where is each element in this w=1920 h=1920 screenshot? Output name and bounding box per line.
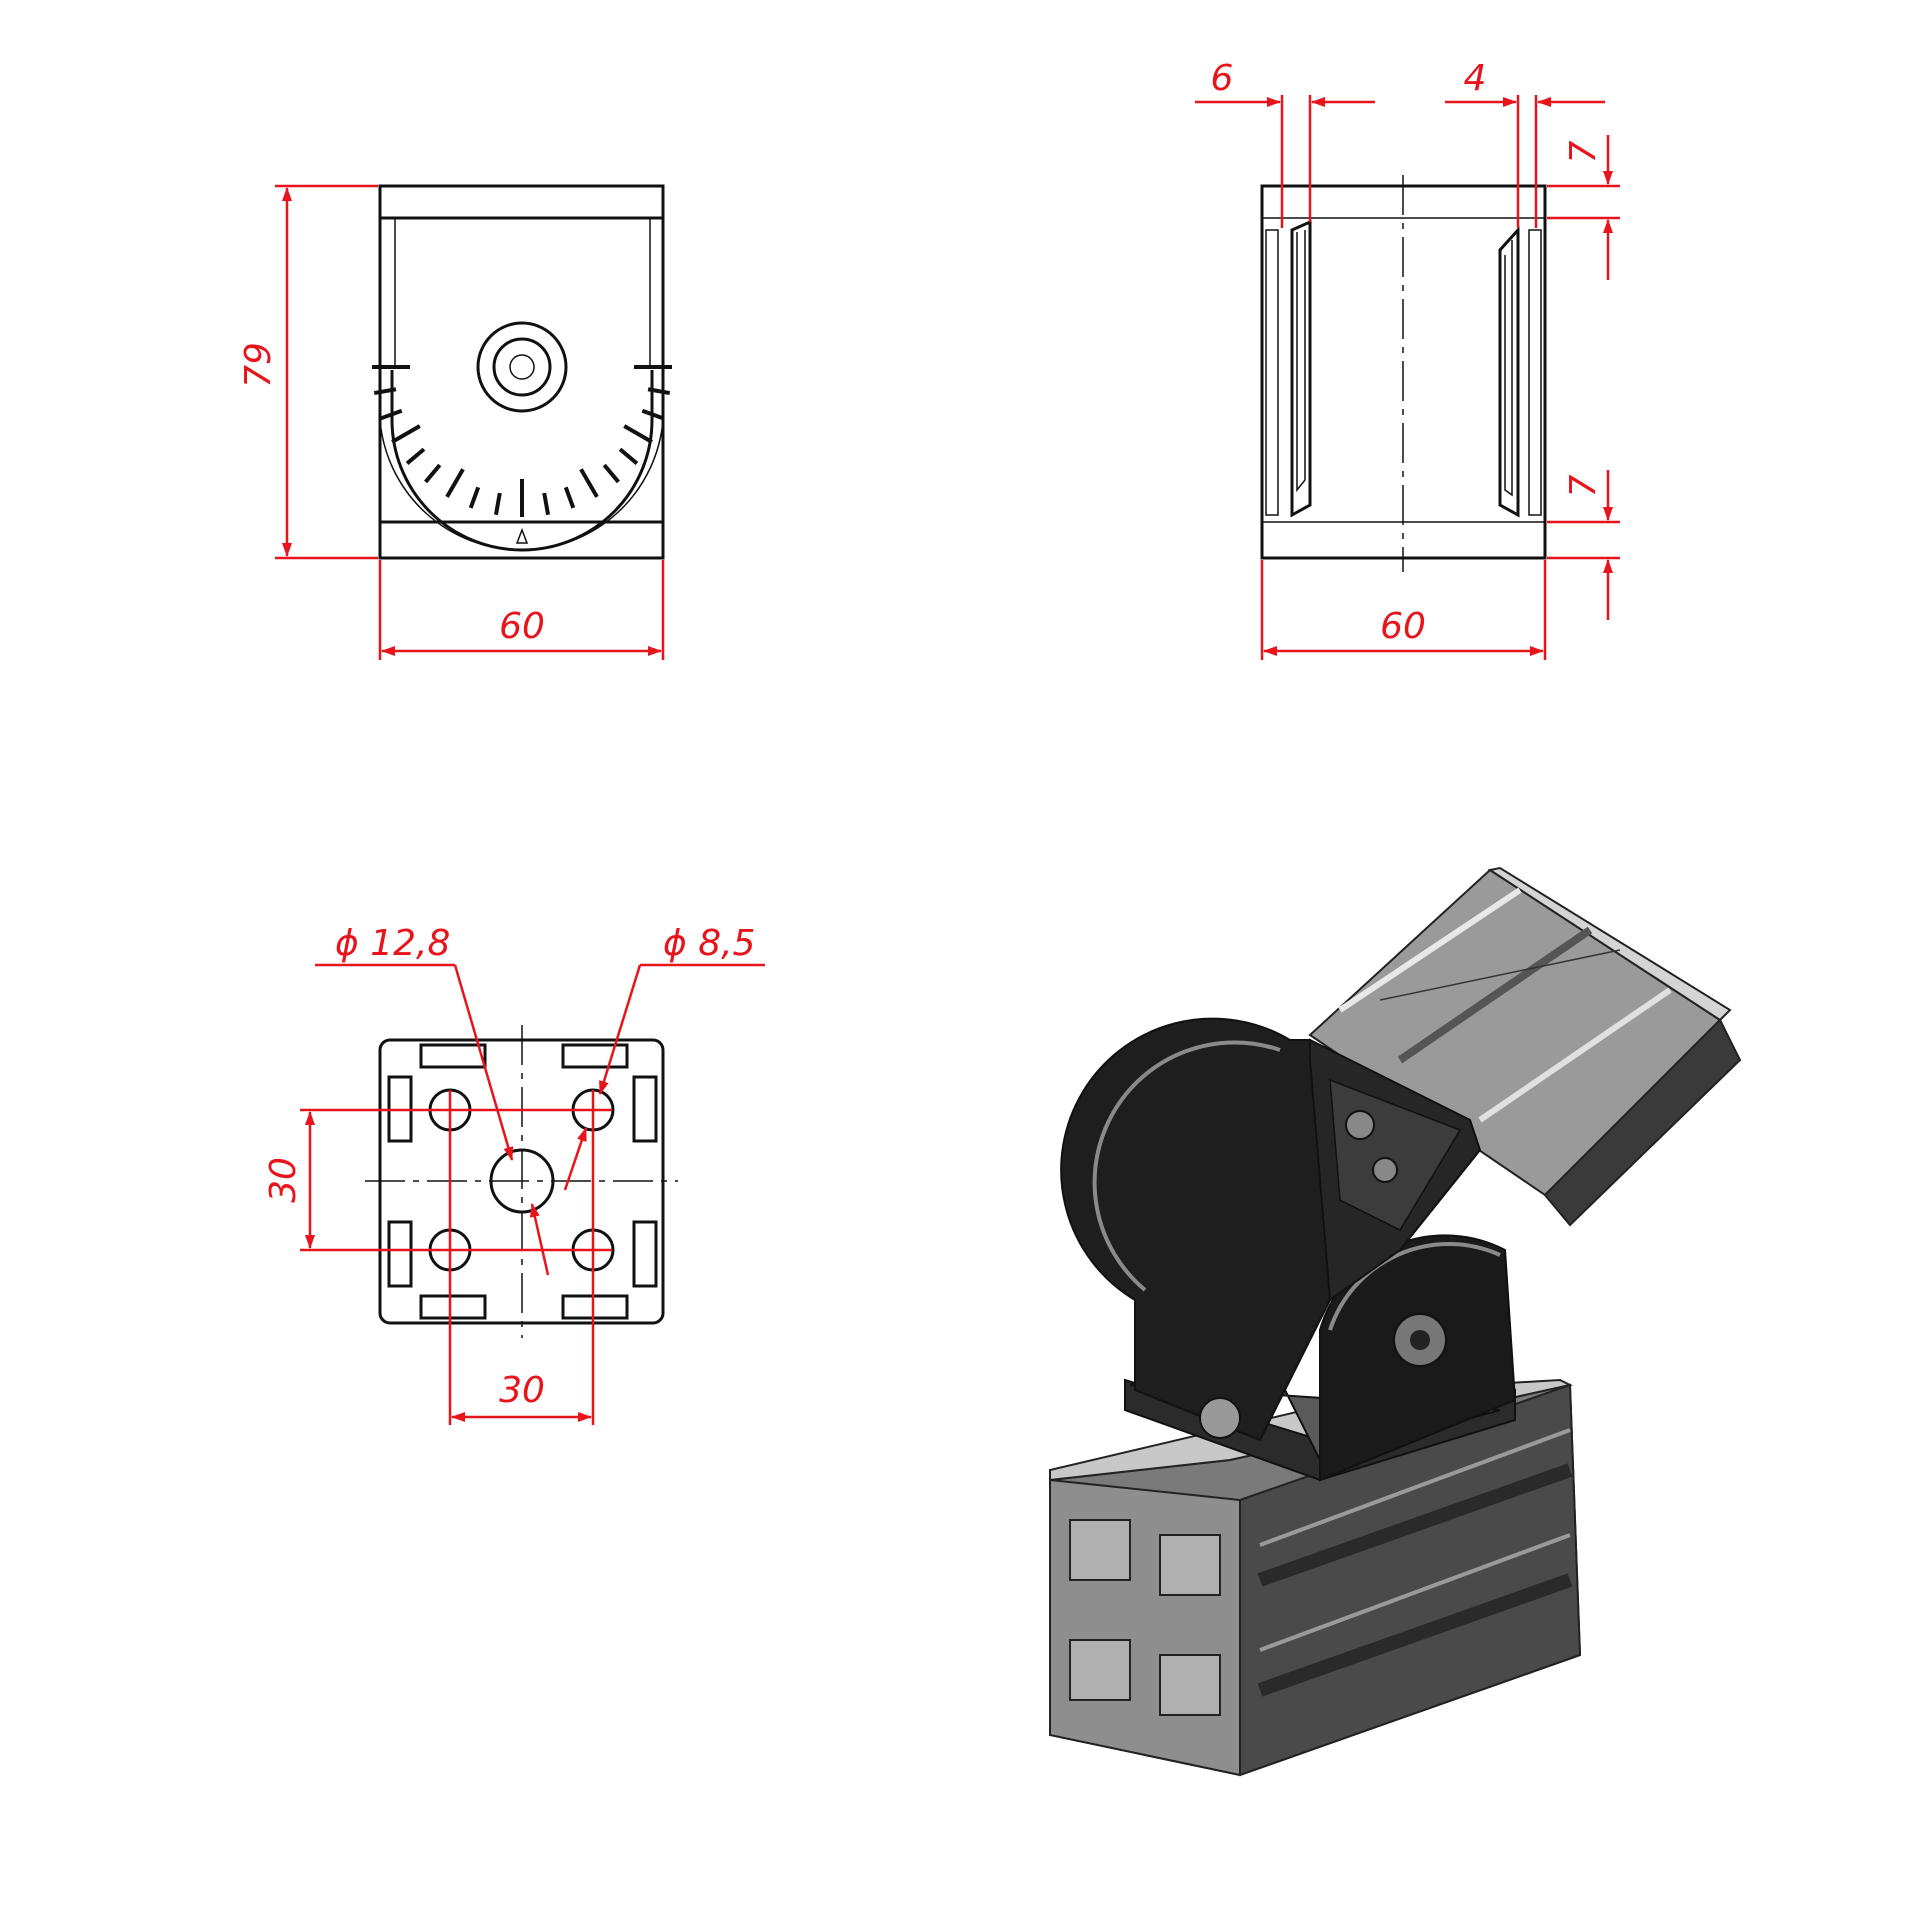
scale-tick — [391, 424, 421, 444]
left-slot-label: 6 — [1211, 58, 1234, 99]
scale-tick — [373, 387, 397, 396]
scale-tick — [542, 492, 551, 516]
upper-aluminium-profile — [1308, 866, 1742, 1227]
scale-tick — [641, 408, 664, 421]
front-height-dimension: 79 — [238, 184, 378, 560]
small-hole-label: ϕ 8,5 — [663, 923, 755, 964]
large-hole-label: ϕ 12,8 — [335, 923, 450, 964]
scale-tick — [563, 486, 576, 509]
horizontal-pitch-dimension: 30 — [448, 1090, 595, 1425]
scale-tick — [623, 424, 653, 444]
scale-tick — [602, 463, 620, 484]
scale-tick — [468, 486, 481, 509]
scale-tick — [579, 468, 599, 498]
scale-tick — [618, 447, 639, 465]
vertical-pitch-dimension: 30 — [263, 1108, 612, 1252]
angle-scale-ticks — [372, 365, 672, 517]
index-mark-icon — [515, 527, 529, 544]
scale-tick — [424, 463, 442, 484]
angle-bracket — [1060, 1017, 1517, 1482]
side-view: 6 4 7 7 60 — [1195, 58, 1620, 660]
top-offset-dimension: 7 — [1547, 135, 1620, 280]
front-view: 79 60 — [238, 184, 672, 660]
scale-tick — [405, 447, 426, 465]
side-width-label: 60 — [1380, 606, 1426, 647]
left-slot-dimension: 6 — [1195, 58, 1375, 228]
screw-head-icon — [1199, 1397, 1241, 1439]
front-width-dimension: 60 — [378, 560, 665, 660]
bottom-offset-label: 7 — [1563, 474, 1604, 497]
side-width-dimension: 60 — [1260, 560, 1547, 660]
top-offset-label: 7 — [1563, 140, 1604, 163]
front-view-outline — [378, 184, 665, 560]
bottom-offset-dimension: 7 — [1547, 470, 1620, 620]
small-hole-callout: ϕ 8,5 — [563, 923, 765, 1191]
left-plate — [1290, 219, 1312, 518]
right-slot-dimension: 4 — [1445, 58, 1605, 228]
right-slot-label: 4 — [1464, 58, 1487, 99]
bolt-head — [476, 321, 568, 413]
scale-tick — [647, 387, 671, 396]
center-hole — [489, 1148, 555, 1214]
right-plate — [1498, 226, 1520, 518]
front-width-label: 60 — [499, 606, 545, 647]
isometric-assembly-view — [1049, 866, 1742, 1777]
scale-tick — [380, 408, 403, 421]
scale-tick — [445, 468, 465, 498]
horizontal-pitch-label: 30 — [499, 1370, 545, 1411]
bottom-view: ϕ 12,8 ϕ 8,5 30 30 — [263, 923, 765, 1425]
front-height-label: 79 — [238, 342, 279, 388]
vertical-pitch-label: 30 — [263, 1157, 304, 1203]
scale-tick — [493, 492, 502, 516]
lower-aluminium-profile — [1049, 1378, 1582, 1777]
large-hole-callout: ϕ 12,8 — [315, 923, 550, 1276]
